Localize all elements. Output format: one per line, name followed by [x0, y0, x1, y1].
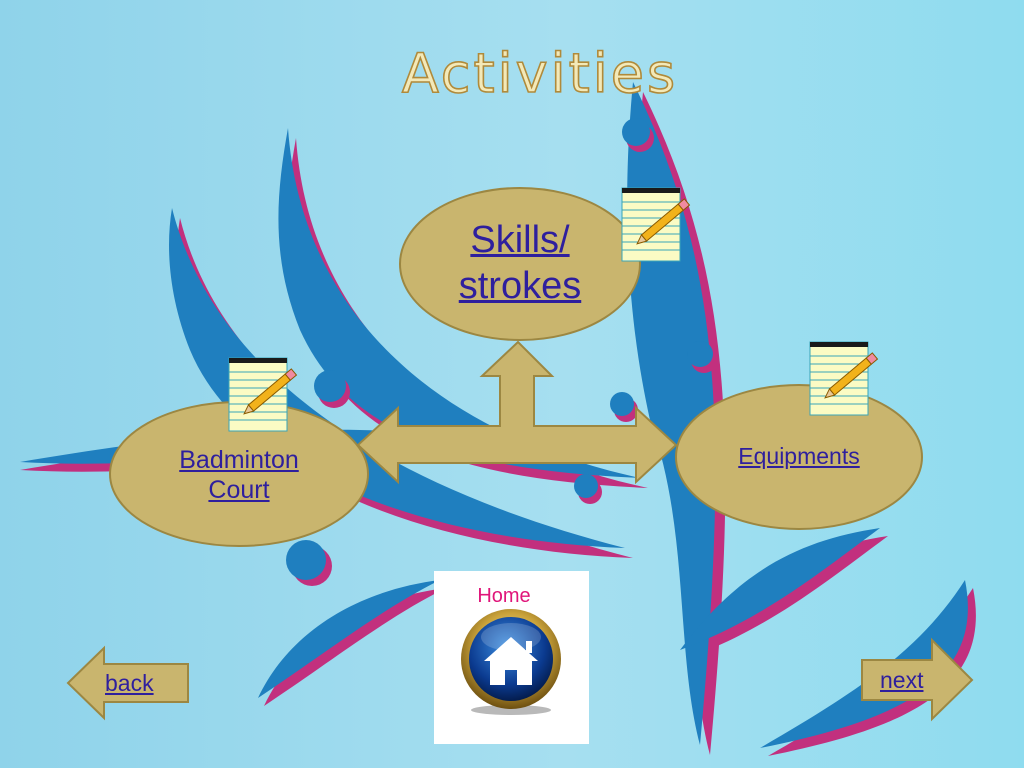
notepad-pencil-icon — [621, 187, 691, 262]
next-arrow-icon[interactable] — [861, 637, 974, 722]
equipments-label: Equipments — [738, 443, 860, 470]
back-link[interactable]: back — [105, 670, 154, 696]
skills-strokes-label: Skills/ strokes — [458, 219, 582, 307]
equipment-node-shape — [675, 384, 923, 530]
skills-strokes-link[interactable]: Skills/ strokes — [400, 188, 640, 340]
decorative-dots — [286, 118, 717, 586]
connector-arrow — [356, 340, 678, 485]
skills-node-shape — [399, 187, 641, 341]
home-label: Home — [477, 585, 531, 607]
home-button[interactable]: Home — [434, 571, 589, 744]
badminton-court-link[interactable]: Badminton Court — [110, 402, 368, 547]
notepad-pencil-icon — [809, 341, 879, 416]
next-link[interactable]: next — [880, 667, 924, 693]
back-arrow-icon[interactable] — [66, 645, 189, 721]
equipments-link[interactable]: Equipments — [676, 385, 922, 529]
badminton-court-label: Badminton Court — [179, 445, 299, 504]
notepad-pencil-icon — [228, 357, 298, 432]
home-icon — [461, 609, 561, 715]
slide-title: Activities — [401, 41, 679, 106]
